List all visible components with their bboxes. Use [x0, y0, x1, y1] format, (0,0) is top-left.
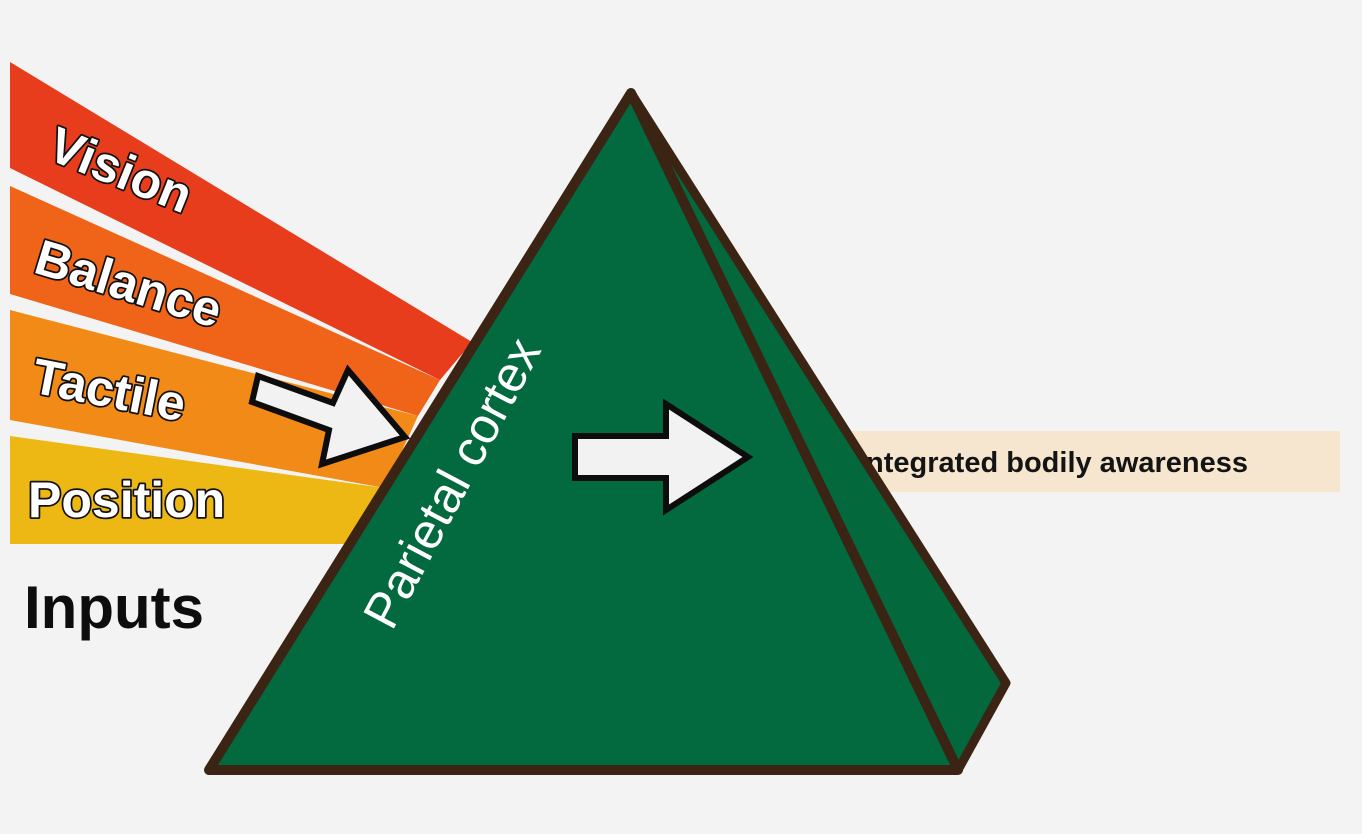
- output-arrow-icon: [572, 398, 754, 516]
- vision-band: [10, 62, 472, 380]
- inputs-title: Inputs: [24, 574, 204, 641]
- position-label: Position: [28, 472, 225, 528]
- parietal-cortex-prism: [204, 88, 1011, 775]
- balance-band: [10, 186, 440, 416]
- input-bands: [10, 62, 472, 544]
- output-label: integrated bodily awareness: [858, 447, 1248, 479]
- tactile-band: [10, 310, 418, 488]
- position-band: [10, 436, 385, 544]
- prism-edge: [627, 89, 962, 774]
- input-arrow-icon: [248, 364, 411, 469]
